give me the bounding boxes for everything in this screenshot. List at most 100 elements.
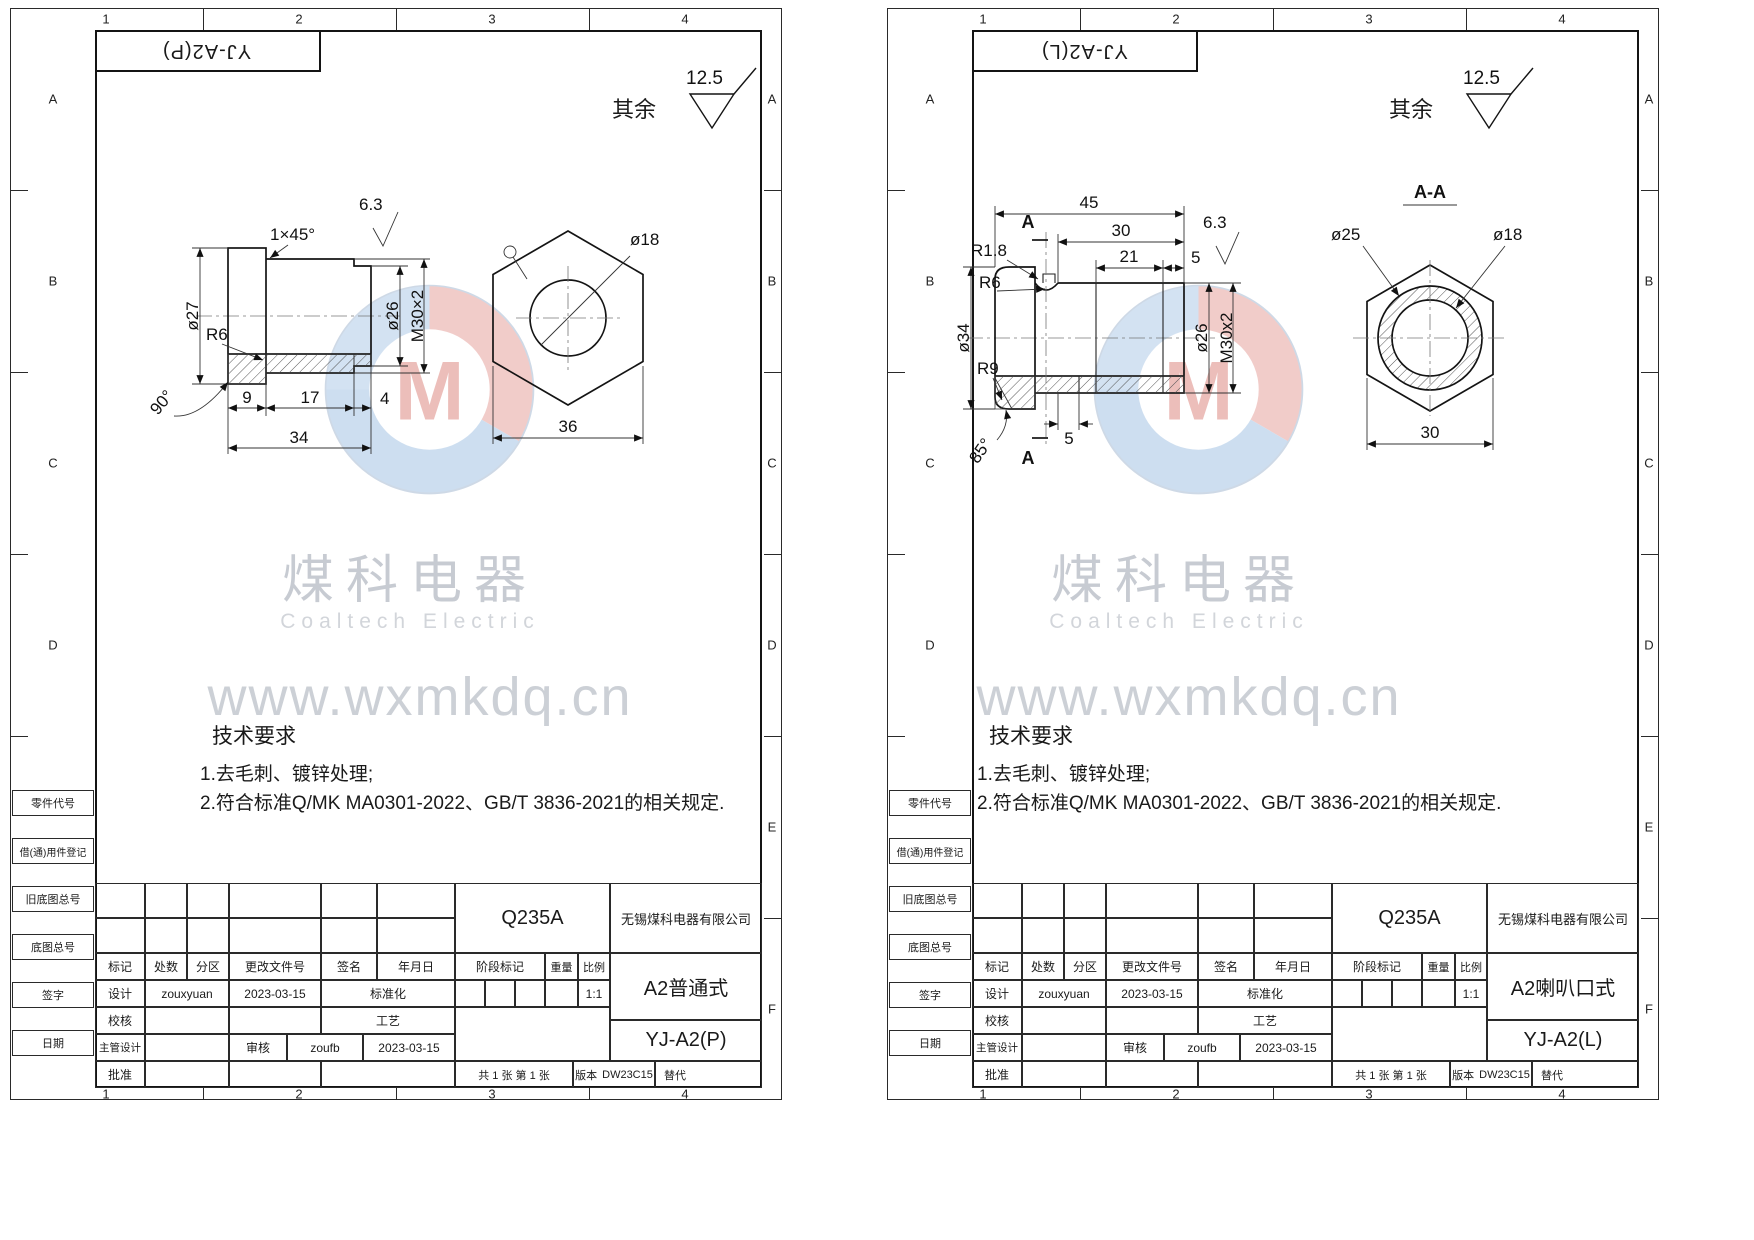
dim-label: 30 xyxy=(1112,221,1131,240)
dim-label: 34 xyxy=(290,428,309,447)
section-mark-label: A xyxy=(1022,212,1035,232)
tb-sheet-note: 共 1 张 第 1 张 xyxy=(455,1061,573,1088)
tb-drawing-number: YJ-A2(P) xyxy=(610,1020,762,1061)
zone-col: 4 xyxy=(1558,1086,1566,1102)
dim-label: 30 xyxy=(1421,423,1440,442)
part-drawing-plain: ø27 R6 ø26 M30×2 xyxy=(146,195,659,454)
tb-cell-empty xyxy=(1064,883,1106,918)
margin-label-master: 底图总号 xyxy=(889,934,971,960)
filing-title-box: YJ-A2(L) xyxy=(972,30,1198,72)
tb-chief-label: 主管设计 xyxy=(95,1034,145,1061)
tb-header-mark: 标记 xyxy=(972,953,1022,980)
surface-finish-icon: 12.5 xyxy=(686,67,757,130)
dim-label: ø18 xyxy=(630,230,659,249)
zone-tick xyxy=(764,554,782,555)
tb-design-date: 2023-03-15 xyxy=(1106,980,1198,1007)
tb-header-date: 年月日 xyxy=(377,953,455,980)
filing-title: YJ-A2(P) xyxy=(162,39,252,62)
tb-cell-empty xyxy=(187,918,229,953)
tb-weight-label: 重量 xyxy=(545,953,578,980)
zone-row: C xyxy=(48,455,58,471)
tb-cell-empty xyxy=(1022,1007,1106,1034)
dim-label: R1.8 xyxy=(971,241,1007,260)
tb-chief-label: 主管设计 xyxy=(972,1034,1022,1061)
zone-tick xyxy=(1641,190,1659,191)
tb-material: Q235A xyxy=(455,883,610,953)
dim-label: ø18 xyxy=(1493,225,1522,244)
margin-label-signature: 签字 xyxy=(889,982,971,1008)
tb-cell-empty xyxy=(95,883,145,918)
dim-label: 4 xyxy=(380,389,389,408)
zone-row: C xyxy=(925,455,935,471)
tb-cell-empty xyxy=(321,883,377,918)
tb-cell-empty xyxy=(1362,980,1392,1007)
tb-product-name: A2普通式 xyxy=(610,953,762,1020)
dim-label: 6.3 xyxy=(1203,213,1227,232)
tb-cell-empty xyxy=(1254,883,1332,918)
tb-cell-empty xyxy=(321,1061,455,1088)
surface-value: 12.5 xyxy=(686,68,723,89)
tb-cell-empty xyxy=(515,980,545,1007)
zone-tick xyxy=(1080,1088,1081,1100)
tb-check-label: 校核 xyxy=(95,1007,145,1034)
tb-cell-empty xyxy=(377,918,455,953)
surface-prefix: 其余 xyxy=(1389,97,1434,122)
tb-header-mark: 标记 xyxy=(95,953,145,980)
title-block: 标记 处数 分区 更改文件号 签名 年月日 设计 zouxyuan 2023-0… xyxy=(972,883,1639,1088)
zone-col: 4 xyxy=(681,1086,689,1102)
zone-tick xyxy=(1641,736,1659,737)
tb-cell-empty xyxy=(377,883,455,918)
margin-label-old-master: 旧底图总号 xyxy=(12,886,94,912)
tb-cell-empty xyxy=(1198,1061,1332,1088)
zone-col: 3 xyxy=(488,11,496,27)
zone-tick xyxy=(10,190,28,191)
tech-title: 技术要求 xyxy=(989,725,1073,748)
zone-row: C xyxy=(1644,455,1654,471)
sheet-right: 1 2 3 4 1 2 3 4 A B C D A B C D E F YJ-A… xyxy=(877,0,1754,1240)
tb-cell-empty xyxy=(145,918,187,953)
tb-cell-empty xyxy=(1332,980,1362,1007)
tech-title: 技术要求 xyxy=(212,725,296,748)
zone-tick xyxy=(887,372,905,373)
technical-requirements: 技术要求 1.去毛刺、镀锌处理; 2.符合标准Q/MK MA0301-2022、… xyxy=(200,720,800,819)
zone-row: D xyxy=(48,637,58,653)
zone-row: E xyxy=(1644,819,1654,835)
technical-requirements: 技术要求 1.去毛刺、镀锌处理; 2.符合标准Q/MK MA0301-2022、… xyxy=(977,720,1577,819)
tb-reviewer: zoufb xyxy=(287,1034,363,1061)
margin-label-borrow: 借(通)用件登记 xyxy=(889,838,971,864)
tb-cell-empty xyxy=(229,918,321,953)
zone-row: B xyxy=(48,273,58,289)
tb-header-doc: 更改文件号 xyxy=(229,953,321,980)
zone-tick xyxy=(764,372,782,373)
zone-col: 2 xyxy=(295,11,303,27)
tb-cell-empty xyxy=(1106,1007,1198,1034)
zone-col: 2 xyxy=(1172,11,1180,27)
zone-tick xyxy=(1466,8,1467,30)
margin-label-date: 日期 xyxy=(12,1030,94,1056)
tb-scale-label: 比例 xyxy=(1455,953,1487,980)
zone-tick xyxy=(10,736,28,737)
tb-cell-empty xyxy=(1106,1061,1198,1088)
dim-label: 1×45° xyxy=(270,225,315,244)
zone-tick xyxy=(589,8,590,30)
dim-label: 5 xyxy=(1191,248,1200,267)
tb-cell-empty xyxy=(485,980,515,1007)
dim-label: M30×2 xyxy=(408,290,427,342)
tb-design-label: 设计 xyxy=(95,980,145,1007)
dim-label: R9 xyxy=(977,359,999,378)
tb-cell-empty xyxy=(95,918,145,953)
tb-header-sign: 签名 xyxy=(1198,953,1254,980)
dim-label: 9 xyxy=(242,388,251,407)
tech-line: 2.符合标准Q/MK MA0301-2022、GB/T 3836-2021的相关… xyxy=(200,793,725,815)
tb-header-count: 处数 xyxy=(1022,953,1064,980)
tb-material: Q235A xyxy=(1332,883,1487,953)
zone-tick xyxy=(887,736,905,737)
tb-drawing-number: YJ-A2(L) xyxy=(1487,1020,1639,1061)
tb-cell-empty xyxy=(229,1061,321,1088)
tb-weight-label: 重量 xyxy=(1422,953,1455,980)
zone-col: 1 xyxy=(979,11,987,27)
zone-col: 1 xyxy=(102,11,110,27)
tb-cell-empty xyxy=(229,1007,321,1034)
tb-cell-empty xyxy=(187,883,229,918)
tb-version-label: 版本 xyxy=(575,1069,598,1082)
